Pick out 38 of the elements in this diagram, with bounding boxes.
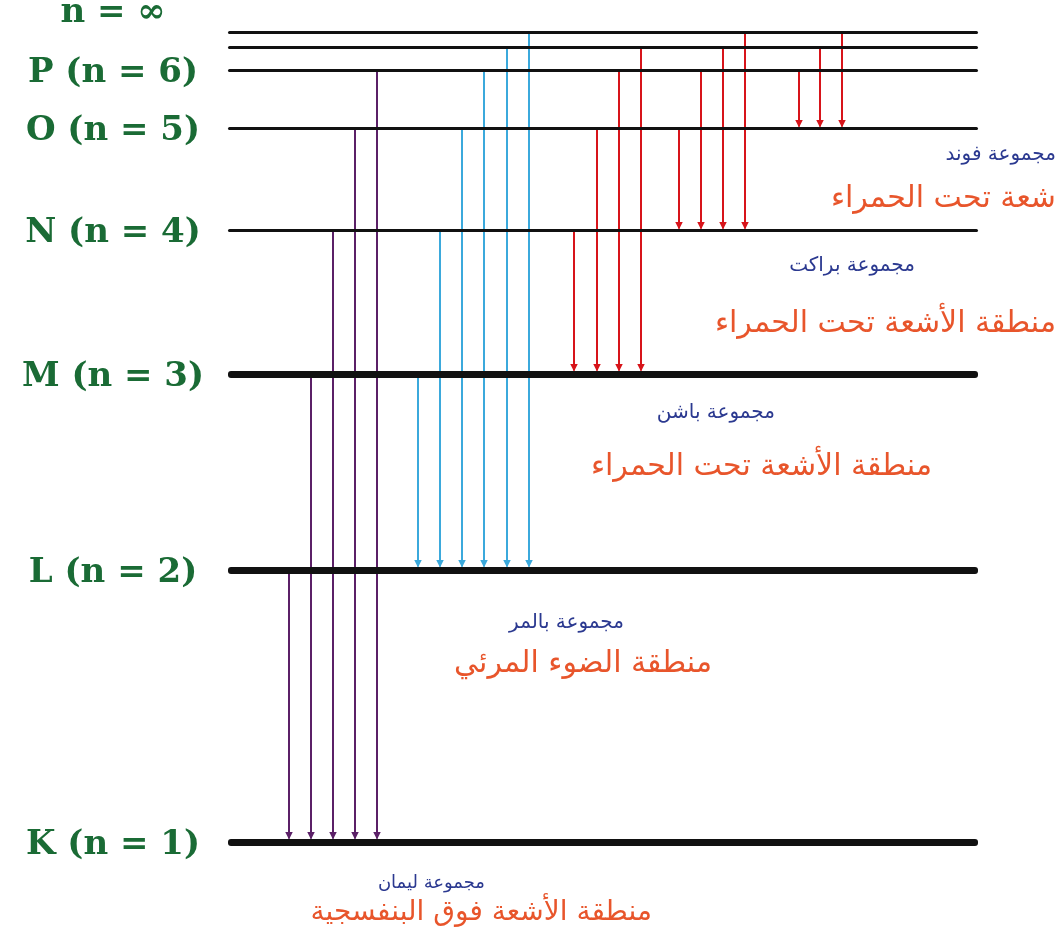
transition-arrow <box>458 128 466 568</box>
transition-arrow <box>615 70 623 372</box>
transition-arrow <box>593 128 601 372</box>
transition-arrow <box>307 376 315 840</box>
transition-arrow <box>637 47 645 372</box>
level-label: N (n = 4) <box>24 212 202 248</box>
transition-arrow <box>741 32 749 230</box>
level-label: P (n = 6) <box>26 52 200 88</box>
series-name: مجموعة ليمان <box>377 872 485 893</box>
transition-arrow <box>285 572 293 840</box>
transition-arrow <box>351 128 359 840</box>
series-name: مجموعة براكت <box>789 253 915 276</box>
transition-arrow <box>697 70 705 230</box>
transition-arrow <box>795 70 803 128</box>
series-name: مجموعة بالمر <box>509 610 624 633</box>
region-label: شعة تحت الحمراء <box>830 180 1056 215</box>
transition-arrow <box>570 230 578 372</box>
transition-arrow <box>719 47 727 230</box>
energy-level-line <box>228 45 978 49</box>
transition-arrow <box>414 376 422 568</box>
series-name: مجموعة باشن <box>656 400 775 423</box>
transition-arrow <box>436 230 444 568</box>
level-label: M (n = 3) <box>20 356 206 392</box>
level-label: n = ∞ <box>59 0 167 28</box>
transition-arrow <box>503 47 511 568</box>
level-label: L (n = 2) <box>27 552 199 588</box>
series-name: مجموعة فوند <box>945 142 1056 165</box>
transition-arrow <box>675 128 683 230</box>
level-label: O (n = 5) <box>24 110 202 146</box>
region-label: منطقة الأشعة فوق البنفسجية <box>310 895 652 928</box>
transition-arrow <box>373 70 381 840</box>
transition-arrow <box>816 47 824 128</box>
transition-arrow <box>480 70 488 568</box>
transition-arrow <box>838 32 846 128</box>
transition-arrow <box>525 32 533 568</box>
level-label: K (n = 1) <box>24 824 202 860</box>
region-label: منطقة الضوء المرئي <box>454 645 712 680</box>
transition-arrow <box>329 230 337 840</box>
